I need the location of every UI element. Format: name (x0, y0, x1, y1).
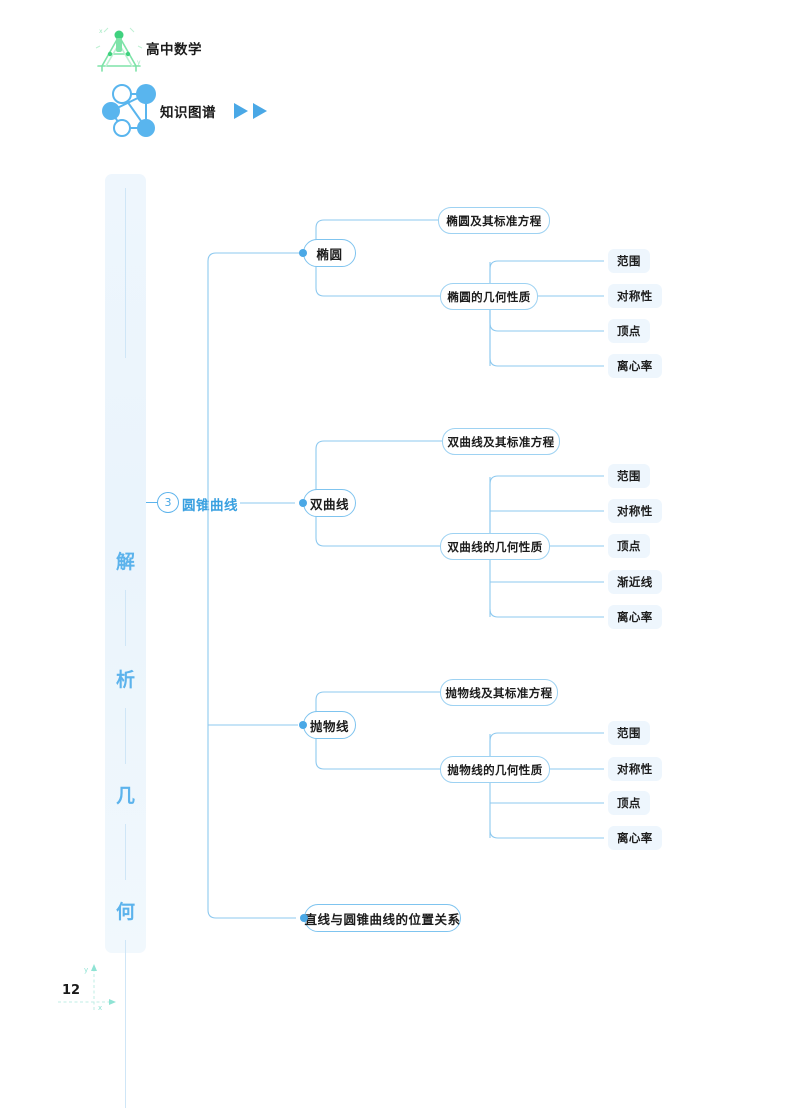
band-char-3: 几 (115, 785, 135, 807)
side-band-analytic-geometry: 解 析 几 何 (105, 174, 146, 1108)
knowledge-graph-row: 知识图谱 (100, 78, 420, 146)
branch-dot-parabola (299, 721, 307, 729)
leaf-node-parabola-vertex[interactable]: 顶点 (608, 791, 650, 815)
svg-text:x: x (99, 28, 103, 35)
svg-text:x: x (98, 1004, 102, 1012)
band-divider (125, 708, 126, 764)
leaf-node-hyperbola-asymptote[interactable]: 渐近线 (608, 570, 662, 594)
leaf-node-ellipse-vertex[interactable]: 顶点 (608, 319, 650, 343)
knowledge-graph-network-icon (100, 78, 168, 146)
leaf-node-parabola-eccentricity[interactable]: 离心率 (608, 826, 662, 850)
page-number: 12 (62, 983, 81, 998)
topic-node-hyperbola-geometric-properties[interactable]: 双曲线的几何性质 (440, 533, 550, 560)
topic-node-parabola-geometric-properties[interactable]: 抛物线的几何性质 (440, 756, 550, 783)
root-number-badge: 3 (157, 492, 179, 513)
knowledge-graph-title: 知识图谱 (160, 105, 216, 121)
band-char-1: 解 (115, 551, 135, 573)
topic-node-parabola-standard-equation[interactable]: 抛物线及其标准方程 (440, 679, 558, 706)
subject-title: 高中数学 (146, 42, 202, 58)
topic-node-ellipse-standard-equation[interactable]: 椭圆及其标准方程 (438, 207, 550, 234)
leaf-node-hyperbola-vertex[interactable]: 顶点 (608, 534, 650, 558)
branch-node-hyperbola[interactable]: 双曲线 (303, 489, 356, 517)
band-divider (125, 940, 126, 1108)
branch-node-ellipse[interactable]: 椭圆 (303, 239, 356, 267)
leaf-node-hyperbola-eccentricity[interactable]: 离心率 (608, 605, 662, 629)
band-char-4: 何 (115, 901, 135, 923)
topic-node-ellipse-geometric-properties[interactable]: 椭圆的几何性质 (440, 283, 538, 310)
leaf-node-ellipse-eccentricity[interactable]: 离心率 (608, 354, 662, 378)
topic-node-line-conic-position[interactable]: 直线与圆锥曲线的位置关系 (304, 904, 461, 932)
root-label: 圆锥曲线 (182, 498, 238, 514)
leaf-node-ellipse-range[interactable]: 范围 (608, 249, 650, 273)
leaf-node-parabola-symmetry[interactable]: 对称性 (608, 757, 662, 781)
leaf-node-ellipse-symmetry[interactable]: 对称性 (608, 284, 662, 308)
branch-node-parabola[interactable]: 抛物线 (303, 711, 356, 739)
compass-protractor-icon: x y (88, 24, 150, 76)
band-divider (125, 824, 126, 880)
svg-text:y: y (137, 59, 141, 66)
branch-dot-ellipse (299, 249, 307, 257)
header-logo-row: x y 高中数学 (88, 24, 388, 80)
band-char-2: 析 (115, 669, 135, 691)
leaf-node-hyperbola-range[interactable]: 范围 (608, 464, 650, 488)
leaf-node-hyperbola-symmetry[interactable]: 对称性 (608, 499, 662, 523)
svg-text:y: y (84, 966, 88, 974)
bottom-node-dot (300, 914, 308, 922)
root-connector-line (146, 502, 158, 503)
band-divider (125, 188, 126, 358)
coordinate-axis-icon: y x (58, 962, 118, 1014)
branch-dot-hyperbola (299, 499, 307, 507)
leaf-node-parabola-range[interactable]: 范围 (608, 721, 650, 745)
topic-node-hyperbola-standard-equation[interactable]: 双曲线及其标准方程 (442, 428, 560, 455)
band-divider (125, 590, 126, 646)
double-play-arrow-icon (232, 100, 276, 122)
